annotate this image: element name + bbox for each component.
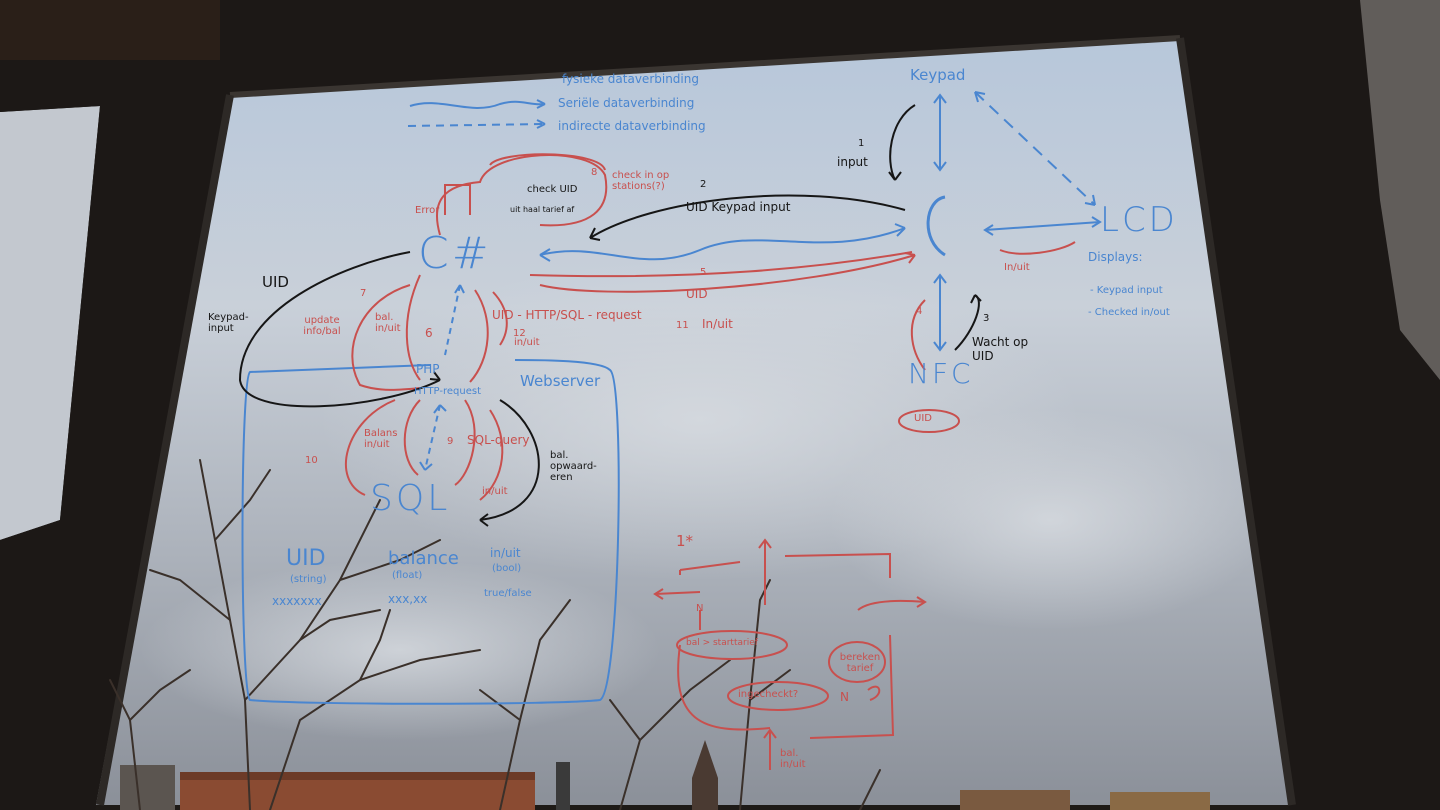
step-3: 3 [983, 313, 990, 324]
step-1: 1 [858, 138, 865, 149]
step-9: 9 [447, 436, 454, 447]
step-5: 5 [700, 267, 707, 278]
php-label: PHP [416, 362, 440, 376]
col-uid-name: UID [286, 546, 326, 571]
legend-serial: Seriële dataverbinding [558, 96, 695, 110]
col-balance-name: balance [388, 548, 459, 569]
sql-query-label: SQL-query [467, 433, 530, 447]
step-10: 10 [305, 455, 318, 466]
col-uid-example: xxxxxxx [272, 594, 322, 608]
sql-label: SQL [370, 478, 451, 519]
step-7: 7 [360, 288, 367, 299]
uid-left-label: UID [262, 273, 289, 291]
col-uid-type: (string) [290, 574, 327, 585]
keypad-input-label: Keypad-input [208, 312, 249, 334]
tree-branches [109, 459, 881, 810]
sql-in-uit-label: in/uit [482, 486, 508, 497]
col-balance-example: xxx,xx [388, 592, 428, 606]
lcd-label: LCD [1100, 200, 1178, 240]
uid-http-label: UID - HTTP/SQL - request [492, 308, 642, 322]
dark-arrows [238, 104, 982, 527]
check-uid-label: check UID [527, 184, 578, 195]
step-11: 11 [676, 320, 689, 331]
nfc-label: NFC [908, 357, 974, 390]
error-label: Error [415, 205, 440, 216]
step-12: 12 [513, 328, 526, 339]
curtain [1360, 0, 1440, 380]
flow-action: bereken tarief [839, 652, 881, 674]
in-uit-small-label: in/uit [514, 337, 540, 348]
lcd-in-uit-label: In/uit [1004, 262, 1030, 273]
displays-item-2: - Checked in/out [1088, 307, 1170, 318]
flow-decision1: bal > starttarief [686, 638, 758, 648]
bal-opwaarderen-label: bal. opwaard-eren [550, 450, 597, 483]
nfc-uid-label: UID [914, 413, 932, 424]
flow-input: bal. in/uit [780, 748, 806, 770]
flowchart-lines [653, 409, 960, 770]
skyline [120, 740, 1210, 810]
http-request-label: HTTP-request [414, 386, 481, 397]
flow-top-label: 1* [676, 532, 694, 550]
balance-in-uit-label: Balans in/uit [364, 428, 398, 450]
webserver-title: Webserver [520, 372, 601, 390]
uit-tarief-label: uit haal tarief af [510, 205, 575, 214]
displays-title: Displays: [1088, 250, 1143, 264]
check-in-label: check in op stations(?) [612, 170, 670, 192]
keypad-label: Keypad [910, 66, 966, 84]
step-8: 8 [591, 167, 598, 178]
flow-n1-label: N [696, 603, 704, 614]
step-2: 2 [700, 179, 707, 190]
step-6: 6 [425, 326, 433, 340]
arduino-links [241, 91, 1102, 705]
bal-in-uit-label: bal. in/uit [375, 312, 401, 334]
displays-item-1: - Keypad input [1090, 285, 1163, 296]
legend-physical: fysieke dataverbinding [562, 72, 699, 86]
step-4: 4 [916, 306, 923, 317]
input-step-label: input [837, 155, 868, 169]
csharp-red-loops [344, 153, 1076, 501]
col-balance-type: (float) [392, 570, 423, 581]
wait-uid-label: Wacht op UID [972, 335, 1029, 363]
update-label: update info/bal [303, 315, 341, 337]
uid-keypadinput-label: UID Keypad input [686, 200, 791, 214]
flow-n2-label: N [840, 690, 849, 704]
col-inuit-type: (bool) [492, 563, 522, 574]
uid-mid-label: UID [686, 287, 708, 301]
legend-lines [407, 99, 546, 129]
col-inuit-name: in/uit [490, 546, 521, 560]
in-uit-mid-label: In/uit [702, 317, 733, 331]
legend-indirect: indirecte dataverbinding [558, 119, 706, 133]
flow-decision2: ingecheckt? [738, 689, 799, 700]
col-inuit-example: true/false [484, 588, 532, 599]
csharp-label: C# [418, 228, 492, 279]
